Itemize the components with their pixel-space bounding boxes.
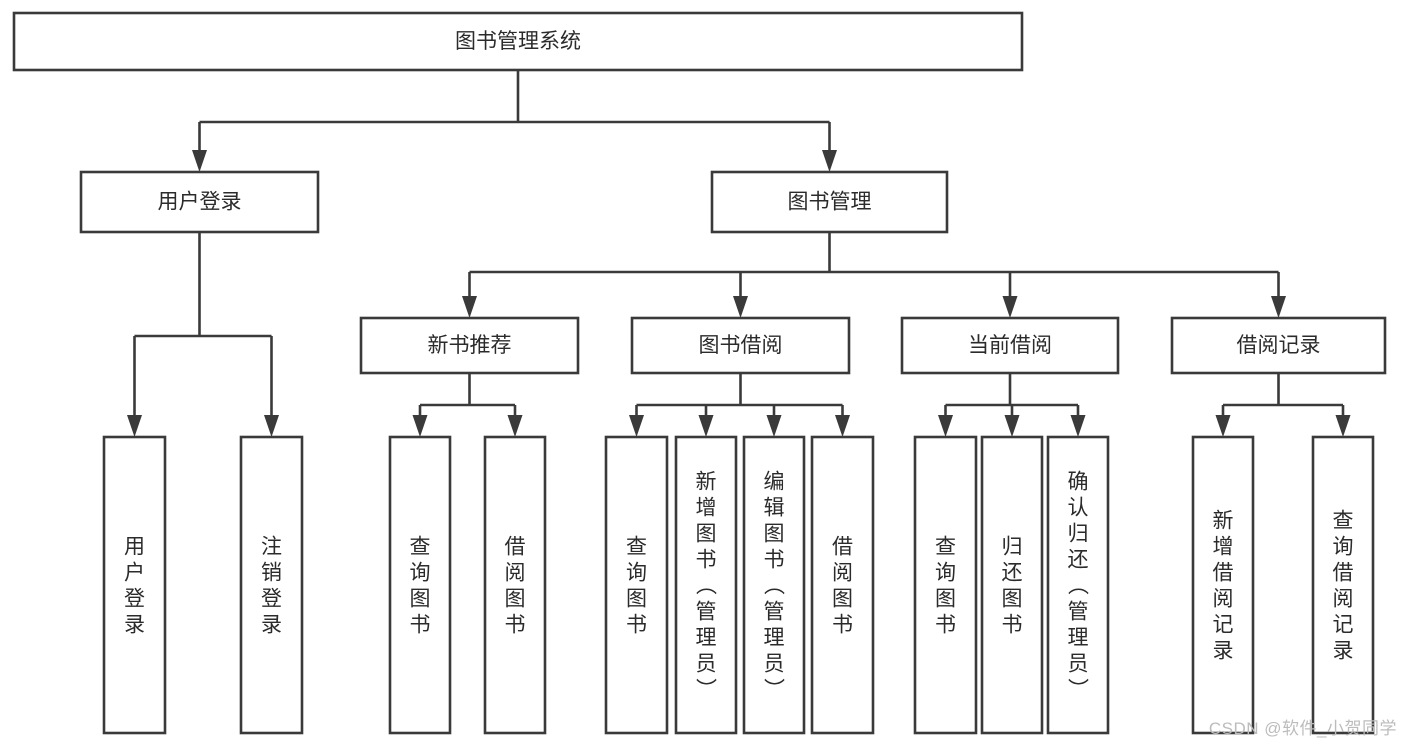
node-box: [742, 435, 806, 735]
node-current_borrow[interactable]: 当前借阅: [900, 316, 1120, 375]
node-box: [1311, 435, 1375, 735]
node-label: 图书管理系统: [455, 30, 581, 53]
node-user_login[interactable]: 用户登录: [79, 170, 320, 234]
node-box: [630, 316, 851, 375]
edge-arrowhead: [698, 415, 714, 437]
node-label: 新增图书（管理员）: [696, 470, 718, 701]
edge-arrowhead: [1215, 415, 1231, 437]
node-box: [1191, 435, 1255, 735]
node-label: 用户登录: [158, 191, 242, 214]
node-box: [674, 435, 738, 735]
node-label: 新书推荐: [428, 334, 512, 357]
node-leaf_borrow_book_2[interactable]: 借阅图书: [810, 435, 875, 735]
node-leaf_query_record[interactable]: 查询借阅记录: [1311, 435, 1375, 735]
node-leaf_confirm_return[interactable]: 确认归还（管理员）: [1046, 435, 1110, 735]
edge-group-borrow_record: [1215, 373, 1351, 437]
node-leaf_return_book[interactable]: 归还图书: [980, 435, 1044, 735]
edge-group-book_manage: [462, 232, 1286, 318]
edge-arrowhead: [1335, 415, 1351, 437]
node-label: 查询图书: [626, 535, 647, 636]
node-label: 查询图书: [410, 535, 431, 636]
edge-arrowhead: [1070, 415, 1086, 437]
edge-arrowhead: [1002, 296, 1018, 318]
node-box: [1170, 316, 1387, 375]
edge-arrowhead: [192, 150, 207, 172]
node-book_manage[interactable]: 图书管理: [710, 170, 949, 234]
node-box: [388, 435, 452, 735]
edge-arrowhead: [766, 415, 782, 437]
node-label: 借阅图书: [832, 535, 853, 636]
edge-arrowhead: [733, 296, 748, 318]
node-leaf_logout[interactable]: 注销登录: [239, 435, 304, 735]
node-label: 借阅记录: [1237, 334, 1321, 357]
node-box: [102, 435, 167, 735]
node-borrow_record[interactable]: 借阅记录: [1170, 316, 1387, 375]
edge-arrowhead: [822, 150, 837, 172]
edge-arrowhead: [938, 415, 953, 437]
node-box: [79, 170, 320, 234]
edge-group-user_login: [127, 232, 279, 437]
node-label: 编辑图书（管理员）: [764, 470, 786, 701]
node-book_borrow[interactable]: 图书借阅: [630, 316, 851, 375]
node-label: 借阅图书: [505, 535, 526, 636]
node-label: 新增借阅记录: [1213, 509, 1234, 662]
node-label: 归还图书: [1002, 535, 1023, 636]
node-leaf_query_book_1[interactable]: 查询图书: [388, 435, 452, 735]
edge-group-new_book_rec: [412, 373, 523, 437]
node-leaf_add_book[interactable]: 新增图书（管理员）: [674, 435, 738, 735]
node-new_book_rec[interactable]: 新书推荐: [359, 316, 580, 375]
edge-arrowhead: [462, 296, 477, 318]
node-box: [359, 316, 580, 375]
edge-group-book_borrow: [629, 373, 850, 437]
edge-arrowhead: [127, 415, 142, 437]
node-leaf_edit_book[interactable]: 编辑图书（管理员）: [742, 435, 806, 735]
edge-arrowhead: [1271, 296, 1286, 318]
node-label: 当前借阅: [968, 334, 1052, 357]
edge-group-current_borrow: [938, 373, 1086, 437]
node-box: [980, 435, 1044, 735]
node-box: [900, 316, 1120, 375]
edges-layer: [127, 70, 1351, 437]
node-box: [483, 435, 547, 735]
node-leaf_borrow_book_1[interactable]: 借阅图书: [483, 435, 547, 735]
node-box: [710, 170, 949, 234]
edge-arrowhead: [507, 415, 523, 437]
node-label: 注销登录: [261, 535, 282, 636]
edge-group-root: [192, 70, 837, 172]
node-box: [604, 435, 669, 735]
nodes-layer: 图书管理系统用户登录图书管理新书推荐图书借阅当前借阅借阅记录用户登录注销登录查询…: [12, 11, 1387, 735]
node-label: 确认归还（管理员）: [1068, 470, 1090, 701]
edge-arrowhead: [1004, 415, 1020, 437]
node-box: [1046, 435, 1110, 735]
node-leaf_query_book_3[interactable]: 查询图书: [913, 435, 978, 735]
node-leaf_user_login[interactable]: 用户登录: [102, 435, 167, 735]
edge-arrowhead: [835, 415, 850, 437]
node-leaf_query_book_2[interactable]: 查询图书: [604, 435, 669, 735]
node-label: 查询图书: [935, 535, 956, 636]
node-leaf_add_record[interactable]: 新增借阅记录: [1191, 435, 1255, 735]
edge-arrowhead: [629, 415, 644, 437]
edge-arrowhead: [412, 415, 428, 437]
node-label: 图书借阅: [699, 334, 783, 357]
node-label: 查询借阅记录: [1333, 509, 1354, 662]
node-box: [239, 435, 304, 735]
edge-arrowhead: [264, 415, 279, 437]
node-label: 用户登录: [124, 535, 145, 636]
node-box: [12, 11, 1024, 72]
node-label: 图书管理: [788, 191, 872, 214]
node-box: [913, 435, 978, 735]
node-box: [810, 435, 875, 735]
node-root[interactable]: 图书管理系统: [12, 11, 1024, 72]
